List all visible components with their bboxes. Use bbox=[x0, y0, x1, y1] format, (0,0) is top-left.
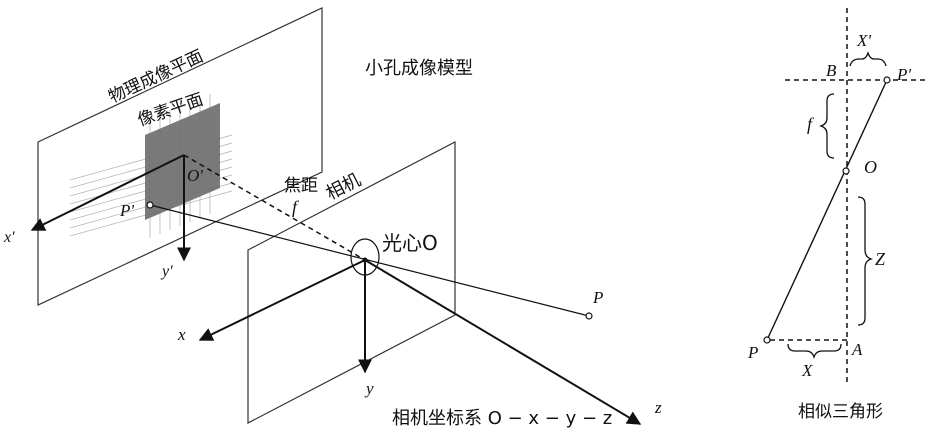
image-plane-axes bbox=[30, 154, 191, 262]
o-right-label: O bbox=[864, 157, 877, 177]
p-left-label: P bbox=[592, 288, 603, 307]
camera-coord-system-label: 相机坐标系 O − x − y − z bbox=[392, 408, 612, 429]
focal-length-label: 焦距 bbox=[284, 176, 318, 196]
x-prime-label: x' bbox=[3, 229, 15, 246]
p-prime-right-point bbox=[883, 76, 891, 84]
x-prime-brace bbox=[849, 50, 887, 67]
b-label: B bbox=[826, 61, 837, 80]
p-left-point bbox=[585, 312, 593, 320]
y-axis-label: y bbox=[364, 379, 374, 398]
a-label: A bbox=[851, 340, 863, 359]
z-axis bbox=[364, 259, 642, 425]
o-prime-label: O' bbox=[187, 166, 203, 185]
f-left-label: f bbox=[292, 197, 300, 217]
x-axis bbox=[198, 259, 366, 341]
y-prime-label: y' bbox=[160, 263, 173, 280]
x-prime-axis bbox=[30, 154, 185, 231]
camera-label: 相机 bbox=[323, 169, 365, 204]
x-prime-right-label: X' bbox=[856, 31, 871, 50]
projection-ray bbox=[149, 204, 590, 317]
triangle-ray bbox=[766, 79, 888, 341]
z-axis-label: z bbox=[654, 398, 662, 417]
o-right-point bbox=[842, 167, 850, 175]
pixel-plane-region bbox=[145, 103, 220, 220]
f-brace bbox=[818, 93, 835, 159]
z-brace bbox=[857, 196, 874, 326]
optical-center-label: 光心O bbox=[382, 231, 438, 255]
focal-dashed-line bbox=[183, 154, 366, 261]
model-title: 小孔成像模型 bbox=[365, 58, 473, 79]
camera-axes bbox=[198, 259, 642, 425]
f-right-label: f bbox=[807, 114, 815, 134]
x-right-label: X bbox=[801, 361, 813, 380]
z-right-label: Z bbox=[875, 249, 886, 269]
similar-triangles-label: 相似三角形 bbox=[798, 402, 883, 422]
p-right-point bbox=[763, 336, 771, 344]
p-right-label: P bbox=[747, 343, 758, 362]
p-prime-left-label: P' bbox=[119, 201, 134, 220]
similar-triangles-diagram bbox=[763, 8, 925, 385]
p-prime-left-point bbox=[146, 201, 154, 209]
p-prime-right-label: P' bbox=[896, 65, 911, 84]
camera-plane: 相机 bbox=[247, 141, 456, 424]
x-brace bbox=[787, 343, 842, 360]
x-axis-label: x bbox=[177, 325, 186, 344]
